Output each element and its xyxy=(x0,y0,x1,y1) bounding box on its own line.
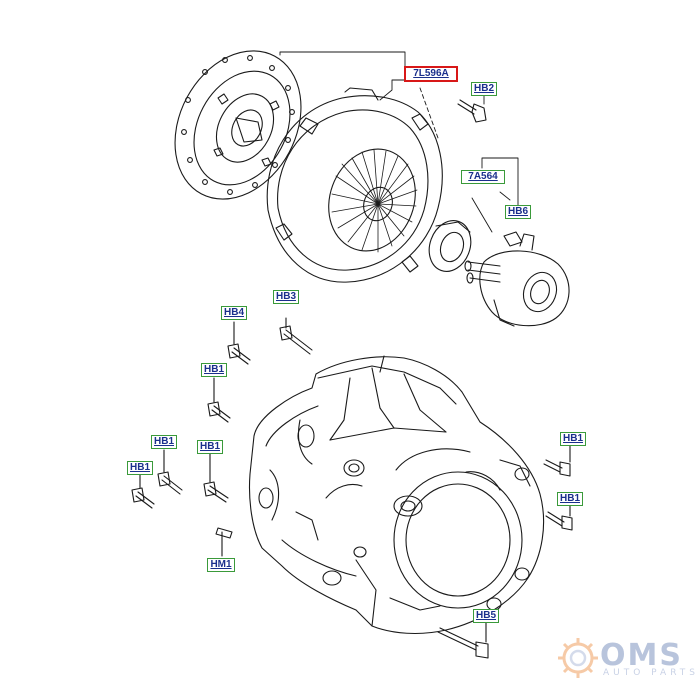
oms-gear-logo-icon xyxy=(558,638,598,678)
bolt-hb1-right-lower xyxy=(545,505,573,531)
callout-hb2[interactable]: HB2 xyxy=(471,82,497,96)
pressure-plate xyxy=(266,87,443,283)
bolt-hb5 xyxy=(437,621,489,659)
bolt-hb1-right-upper xyxy=(543,445,571,477)
callout-hb5[interactable]: HB5 xyxy=(473,609,499,623)
callout-hb3[interactable]: HB3 xyxy=(273,290,299,304)
callout-hb1-center[interactable]: HB1 xyxy=(197,440,223,454)
callout-hb1-right-upper[interactable]: HB1 xyxy=(560,432,586,446)
clutch-disc xyxy=(174,50,302,200)
bolt-hb4 xyxy=(227,321,251,365)
callout-hb4[interactable]: HB4 xyxy=(221,306,247,320)
dowel-hm1 xyxy=(215,527,233,557)
bolt-hb2 xyxy=(457,99,487,123)
callout-hb1-right-lower[interactable]: HB1 xyxy=(557,492,583,506)
transmission-housing xyxy=(249,355,545,634)
callout-hb1-upper[interactable]: HB1 xyxy=(201,363,227,377)
callout-hm1[interactable]: HM1 xyxy=(207,558,235,572)
bolt-hb1-center xyxy=(203,451,229,503)
release-bearing xyxy=(428,220,472,272)
bolt-hb3 xyxy=(279,317,313,355)
bolt-hb6 xyxy=(503,231,523,247)
bolt-hb1-left-mid xyxy=(157,449,183,495)
bolt-hb1-upper xyxy=(207,377,231,423)
callout-7l596a[interactable]: 7L596A xyxy=(404,66,458,82)
watermark-brand: OMS xyxy=(600,638,683,673)
callout-7a564[interactable]: 7A564 xyxy=(461,170,505,184)
slave-cylinder xyxy=(464,233,570,327)
watermark-tagline: AUTO PARTS xyxy=(603,668,700,678)
callout-hb1-left-mid[interactable]: HB1 xyxy=(151,435,177,449)
bolt-hb1-left-low xyxy=(131,473,155,509)
callout-hb1-left-low[interactable]: HB1 xyxy=(127,461,153,475)
callout-hb6[interactable]: HB6 xyxy=(505,205,531,219)
